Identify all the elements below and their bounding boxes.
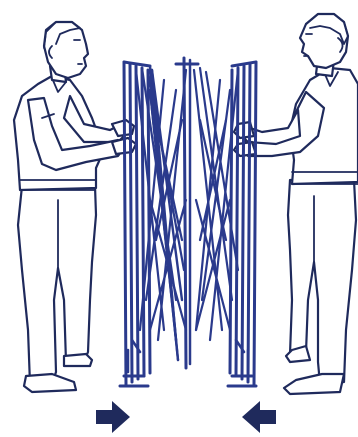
frame-right-leg: [236, 68, 238, 376]
frame-top-rail: [124, 62, 150, 66]
folding-canopy-frame: [120, 58, 256, 386]
left-person-back-shoe: [64, 354, 92, 366]
frame-left-leg: [130, 64, 132, 382]
left-person-front-shoe: [24, 374, 76, 392]
push-right-arrow: [96, 401, 130, 433]
frame-right-leg: [242, 66, 244, 379]
right-person-front-shoe: [284, 374, 344, 394]
frame-left-leg: [142, 68, 144, 376]
right-person: [234, 14, 358, 394]
frame-left-leg: [136, 66, 138, 379]
frame-right-leg: [254, 62, 256, 385]
left-person: [14, 22, 136, 392]
push-left-arrow: [242, 401, 276, 433]
frame-top-rail: [232, 62, 256, 66]
frame-left-leg: [124, 62, 126, 385]
frame-right-leg: [248, 64, 250, 382]
